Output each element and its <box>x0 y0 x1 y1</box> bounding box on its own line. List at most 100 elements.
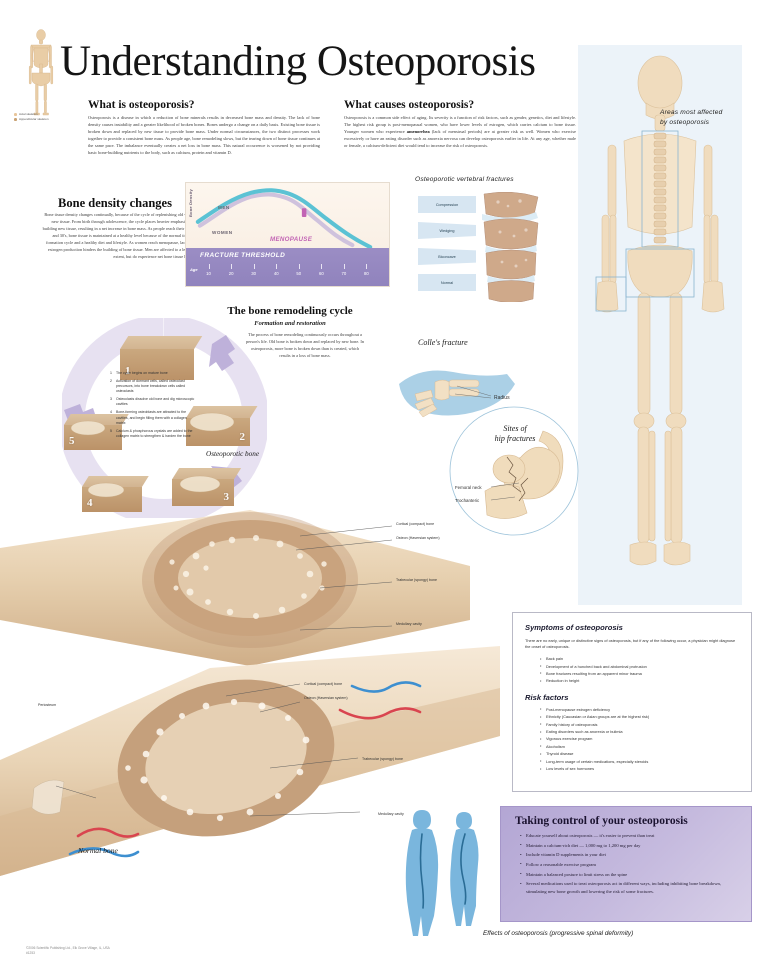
menopause-marker <box>301 208 307 217</box>
text-what-is-osteoporosis: Osteoporosis is a disease in which a red… <box>88 115 320 155</box>
series-men-curve <box>195 188 373 248</box>
osteoporotic-bone-illustration <box>0 510 470 666</box>
remodeling-step: 1 The cycle begins on mature bone <box>110 371 196 376</box>
vertebrae-stack-illustration <box>482 191 539 302</box>
symptom-item: Development of a hunched back and abdomi… <box>539 662 739 670</box>
remodeling-steps-list: 1 The cycle begins on mature bone 2 Activat… <box>110 371 196 442</box>
cycle-cube-number-5: 5 <box>69 435 75 447</box>
mini-skeleton-icon <box>29 29 53 116</box>
taking-control-panel: Taking control of your osteoporosis Educ… <box>500 806 752 922</box>
copyright-line: ©2006 Scientific Publishing Ltd., Elk Gr… <box>26 946 110 950</box>
chart-tick <box>208 264 210 269</box>
heading-hip-fractures: Sites of hip fractures <box>470 424 560 444</box>
causes-text-part2: (lack of menstrual periods) are at great… <box>344 128 577 148</box>
colles-fracture-illustration: Radius <box>399 370 515 418</box>
chart-tick-label: 70 <box>341 271 347 276</box>
risk-factor-item: Post-menopause estrogen deficiency <box>539 705 739 713</box>
remodeling-step-text: Bone-forming osteoblasts are attracted t… <box>116 410 187 425</box>
causes-text-part1: Osteoporosis is a common side effect of … <box>344 115 576 134</box>
risk-factor-item: Family history of osteoporosis <box>539 720 739 728</box>
heading-vertebral-fractures: Osteoporotic vertebral fractures <box>415 176 514 183</box>
remodeling-step: 5 Calcium & phosphorous crystals are adde… <box>110 429 196 440</box>
chart-tick <box>321 264 323 269</box>
chart-tick <box>231 264 233 269</box>
risk-factor-item: Eating disorders such as anorexia or bul… <box>539 728 739 736</box>
label-osteon-upper: Osteon (Haversian system) <box>396 536 440 540</box>
chart-tick <box>343 264 345 269</box>
remodeling-step-number: 1 <box>110 371 112 375</box>
taking-control-list: Educate yourself about osteoporosis — it… <box>519 831 737 895</box>
symptoms-risk-panel: Symptoms of osteoporosis There are no ea… <box>512 612 752 792</box>
chart-tick-label: 60 <box>318 271 324 276</box>
taking-control-item: Several medications used to treat osteop… <box>519 880 737 895</box>
remodeling-step-number: 2 <box>110 378 112 383</box>
heading-taking-control: Taking control of your osteoporosis <box>515 815 688 827</box>
symptom-item: Reduction in height <box>539 677 739 685</box>
text-symptoms-intro: There are no early, unique or distinctiv… <box>525 638 736 650</box>
text-bone-remodeling: The process of bone remodeling continuou… <box>246 332 364 358</box>
cycle-cube-number-4: 4 <box>87 497 93 509</box>
heading-bone-remodeling-cycle: The bone remodeling cycle <box>227 305 353 317</box>
text-what-causes-osteoporosis: Osteoporosis is a common side effect of … <box>344 115 576 150</box>
bone-density-chart: Bone Density MEN WOMEN MENOPAUSE FRACTUR… <box>185 182 390 287</box>
chart-plot-area: MEN WOMEN MENOPAUSE <box>186 183 389 248</box>
causes-text-bold: amenorrhea <box>406 128 430 134</box>
heading-what-is-osteoporosis: What is osteoporosis? <box>88 99 195 111</box>
caption-spinal-deformity: Effects of osteoporosis (progressive spi… <box>483 930 634 937</box>
label-medullary-lower: Medullary cavity <box>378 812 404 816</box>
vf-chip-biconcave: Biconcave <box>418 248 476 265</box>
vf-chip-wedging: Wedging <box>418 222 476 239</box>
symptoms-list: Back painDevelopment of a hunched back a… <box>539 655 739 685</box>
symptom-item: Back pain <box>539 655 739 663</box>
hip-fractures-illustration: Femoral neck Trochanteric <box>449 406 579 536</box>
text-bone-density-changes: Bone tissue density changes continually,… <box>42 212 192 259</box>
remodeling-step-text: Calcium & phosphorous crystals are added… <box>116 428 193 438</box>
symptom-item: Bone fractures resulting from an apparen… <box>539 669 739 677</box>
heading-bone-density-changes: Bone density changes <box>58 196 172 210</box>
label-medullary-upper: Medullary cavity <box>396 622 422 626</box>
chart-tick-label: 40 <box>273 271 279 276</box>
hip-title-line2: hip fractures <box>494 434 536 443</box>
series-women-curve <box>197 192 355 248</box>
heading-what-causes-osteoporosis: What causes osteoporosis? <box>344 99 475 111</box>
chart-xlabel: Age <box>190 267 198 272</box>
chart-tick <box>366 264 368 269</box>
chart-tick-label: 20 <box>228 271 234 276</box>
cycle-cube-number-2: 2 <box>239 431 246 443</box>
normal-bone-illustration <box>0 646 500 876</box>
spinal-deformity-figures <box>405 810 479 936</box>
taking-control-item: Follow a reasonable exercise program <box>519 860 737 868</box>
taking-control-item: Include vitamin D supplements in your di… <box>519 851 737 859</box>
remodeling-step-text: The cycle begins on mature bone <box>116 371 168 375</box>
caption-osteoporotic-bone: Osteoporotic bone <box>206 450 260 458</box>
vf-chip-normal: Normal <box>418 274 476 291</box>
legend-appendicular: Appendicular skeleton <box>14 117 49 122</box>
chart-annotation-menopause: MENOPAUSE <box>270 236 313 243</box>
chart-tick <box>276 264 278 269</box>
remodeling-step-number: 3 <box>110 397 112 402</box>
heading-symptoms: Symptoms of osteoporosis <box>525 623 623 632</box>
taking-control-item: Maintain a calcium-rich diet — 1,000 mg … <box>519 841 737 849</box>
chart-legend-men: MEN <box>218 205 230 210</box>
label-trochanteric: Trochanteric <box>455 498 480 503</box>
risk-factors-list: Post-menopause estrogen deficiencyEthnic… <box>539 705 739 773</box>
remodeling-step-number: 5 <box>110 428 112 433</box>
hip-title-line1: Sites of <box>503 424 527 433</box>
chart-tick-label: 80 <box>364 271 369 276</box>
page-title: Understanding Osteoporosis <box>60 38 536 85</box>
taking-control-item: Educate yourself about osteoporosis — it… <box>519 831 737 839</box>
remodeling-step-text: Activation of dormant cells, called oste… <box>116 378 186 394</box>
label-cortical-bone-upper: Cortical (compact) bone <box>396 522 435 526</box>
heading-colles-fracture: Colle's fracture <box>418 338 468 347</box>
label-femoral-neck: Femoral neck <box>455 485 482 490</box>
remodeling-step: 2 Activation of dormant cells, called ost… <box>110 379 196 395</box>
label-trabecular-upper: Trabecular (spongy) bone <box>396 578 438 582</box>
chart-tick-label: 50 <box>296 271 302 276</box>
risk-factor-item: Long-term usage of certain medications, … <box>539 757 739 765</box>
full-skeleton-illustration <box>578 45 742 605</box>
